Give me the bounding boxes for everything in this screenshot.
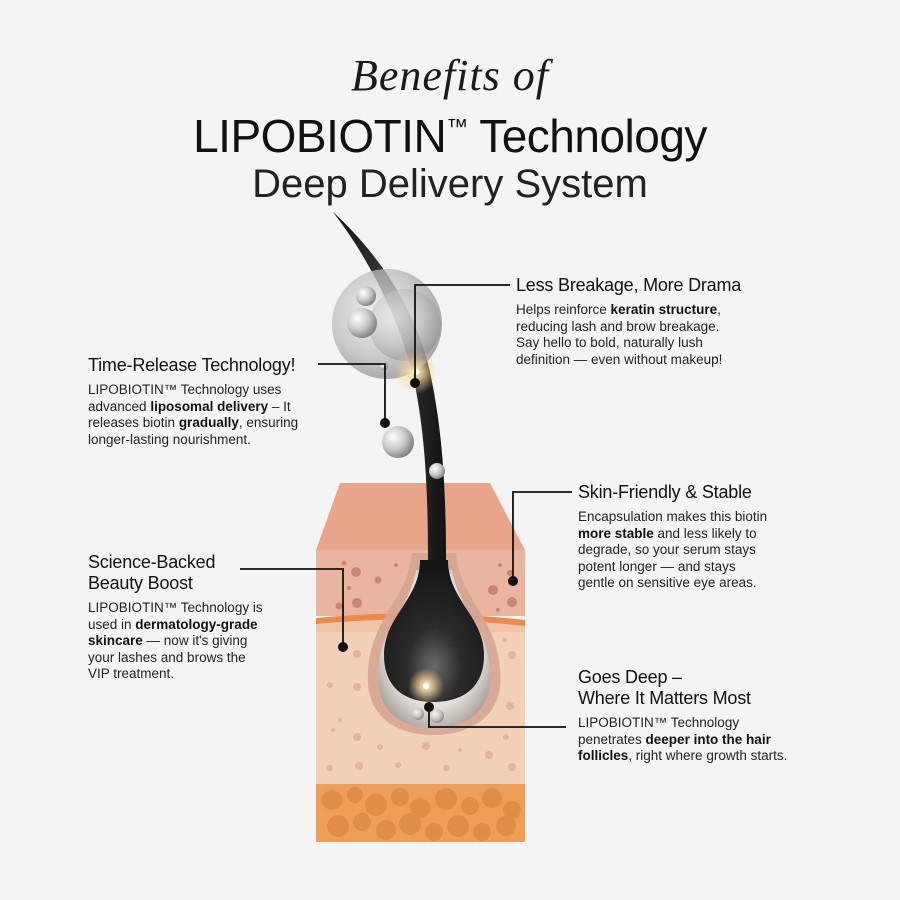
callout-heading: Goes Deep – Where It Matters Most [578,667,751,708]
emphasis-text: gradually [178,415,239,430]
title-subtitle: Deep Delivery System [252,162,648,206]
connector-less-breakage [414,284,510,383]
connector-time-release [318,363,386,423]
callout-heading: Time-Release Technology! [88,355,296,375]
title-block: Benefits of LIPOBIOTIN™ Technology Deep … [0,52,900,207]
epidermis-surface [316,483,525,550]
callout-science-backed: Science-Backed Beauty Boost LIPOBIOTIN™ … [88,552,328,683]
callout-skin-friendly: Skin-Friendly & Stable Encapsulation mak… [578,482,838,592]
connector-dots [338,378,518,712]
callout-body: Helps reinforce keratin structure,reduci… [516,302,723,367]
connector-lines [240,284,572,728]
callout-goes-deep: Goes Deep – Where It Matters Most LIPOBI… [578,667,838,765]
connector-skin-friendly [512,491,572,581]
connector-science-backed [240,568,344,647]
callout-time-release: Time-Release Technology! LIPOBIOTIN™ Tec… [88,355,348,448]
emphasis-text: dermatology-grade [135,616,258,632]
callout-heading: Less Breakage, More Drama [516,275,742,295]
emphasis-text: skincare [88,633,143,648]
callout-heading: Skin-Friendly & Stable [578,482,752,502]
callout-less-breakage: Less Breakage, More Drama Helps reinforc… [516,275,816,368]
emphasis-text: deeper into the hair [645,731,771,747]
title-main-line: LIPOBIOTIN™ Technology [0,102,900,161]
title-technology: Technology [467,110,707,162]
title-script-line: Benefits of [351,51,549,100]
connector-goes-deep [428,707,566,728]
hair-follicle [367,553,501,735]
emphasis-text: more stable [578,525,654,541]
emphasis-text: liposomal delivery [150,398,269,414]
brand-name: LIPOBIOTIN [193,110,447,162]
callout-heading: Science-Backed Beauty Boost [88,552,216,593]
emphasis-text: follicles [578,748,629,763]
trademark-symbol: ™ [446,114,468,139]
emphasis-text: keratin structure [610,302,718,317]
